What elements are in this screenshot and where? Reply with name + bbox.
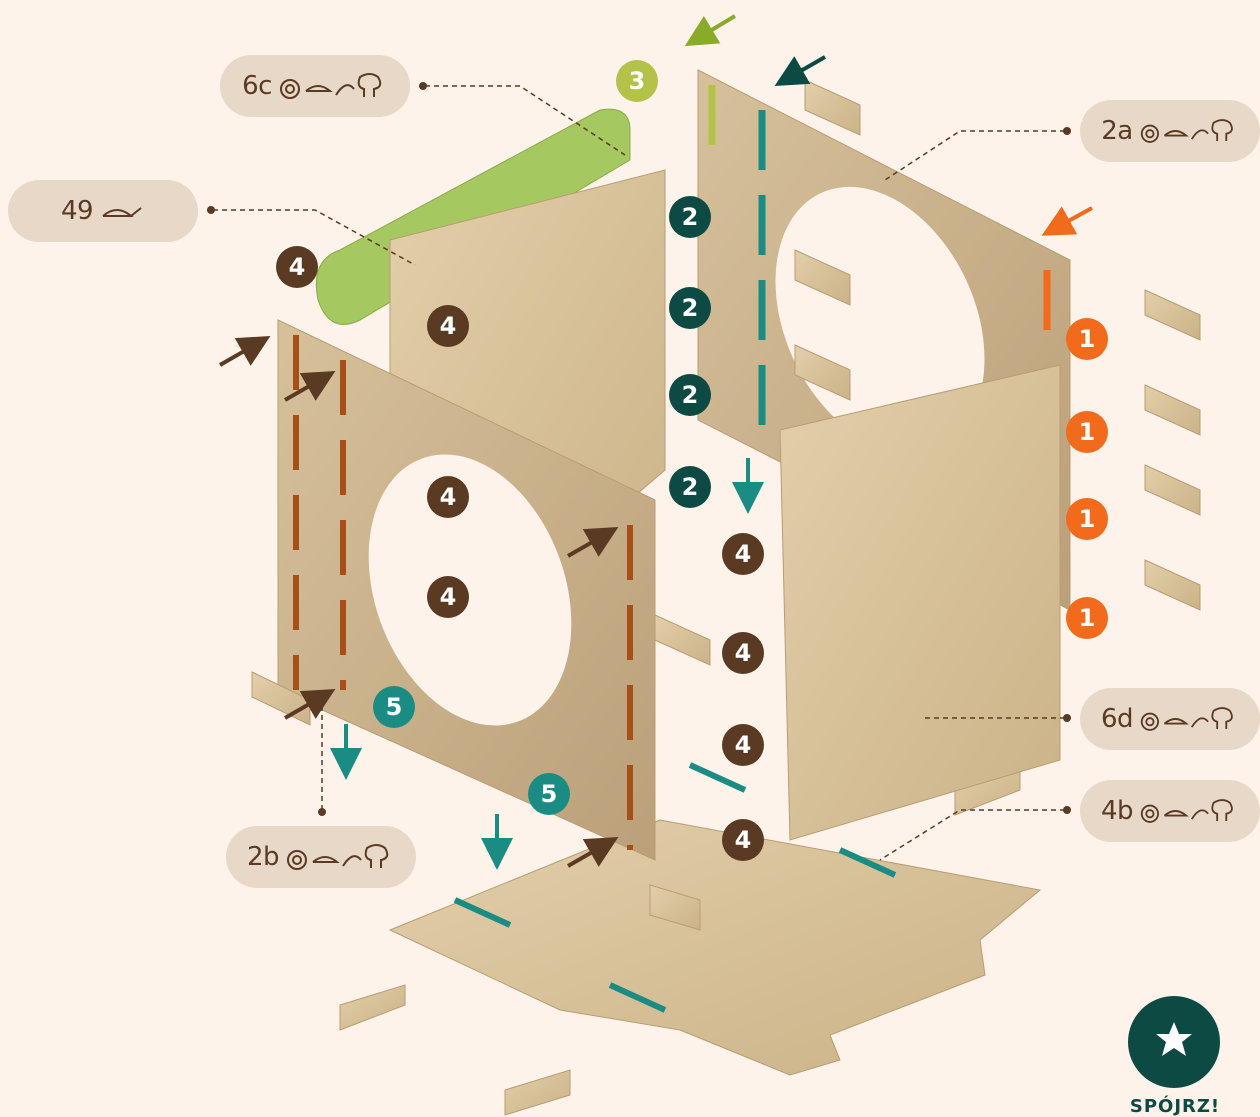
step-badge-1: 1: [1066, 318, 1108, 360]
part-code: 2a: [1101, 116, 1132, 146]
step-badge-1: 1: [1066, 498, 1108, 540]
look-button-label[interactable]: SPÓJRZ!: [1110, 1096, 1240, 1117]
step-badge-1: 1: [1066, 597, 1108, 639]
part-code: 4b: [1101, 796, 1133, 826]
step-badge-5: 5: [373, 686, 415, 728]
step-badge-4: 4: [722, 819, 764, 861]
step-badge-4: 4: [427, 305, 469, 347]
snail-fish-squirrel-tree-icon: [1139, 702, 1239, 736]
part-code: 6c: [242, 71, 272, 101]
look-button[interactable]: [1128, 996, 1220, 1088]
step-badge-5: 5: [528, 773, 570, 815]
part-label-6d: 6d: [1080, 688, 1260, 750]
step-badge-1: 1: [1066, 411, 1108, 453]
snail-fish-squirrel-tree-icon: [278, 69, 388, 103]
part-label-6c: 6c: [220, 55, 410, 117]
star-icon: [1154, 1020, 1194, 1064]
step-badge-4: 4: [427, 576, 469, 618]
part-label-2b: 2b: [226, 826, 416, 888]
part-code: 2b: [247, 842, 279, 872]
step-badge-3: 3: [616, 60, 658, 102]
floor-panel: [390, 765, 1040, 1075]
step-badge-4: 4: [722, 632, 764, 674]
part-code: 49: [61, 196, 93, 226]
step-badge-4: 4: [427, 476, 469, 518]
part-code: 6d: [1101, 704, 1133, 734]
part-label-49: 49: [8, 180, 198, 242]
step-badge-4: 4: [722, 533, 764, 575]
step-badge-4: 4: [276, 246, 318, 288]
fish-icon: [99, 196, 145, 226]
part-label-4b: 4b: [1080, 780, 1260, 842]
step-badge-2: 2: [669, 466, 711, 508]
snail-fish-squirrel-tree-icon: [1139, 114, 1239, 148]
step-badge-2: 2: [669, 374, 711, 416]
part-label-2a: 2a: [1080, 100, 1260, 162]
step-badge-4: 4: [722, 724, 764, 766]
snail-fish-squirrel-tree-icon: [1139, 794, 1239, 828]
snail-fish-squirrel-tree-icon: [285, 840, 395, 874]
step-badge-2: 2: [669, 287, 711, 329]
step-badge-2: 2: [669, 196, 711, 238]
right-panel-6d: [780, 365, 1060, 840]
